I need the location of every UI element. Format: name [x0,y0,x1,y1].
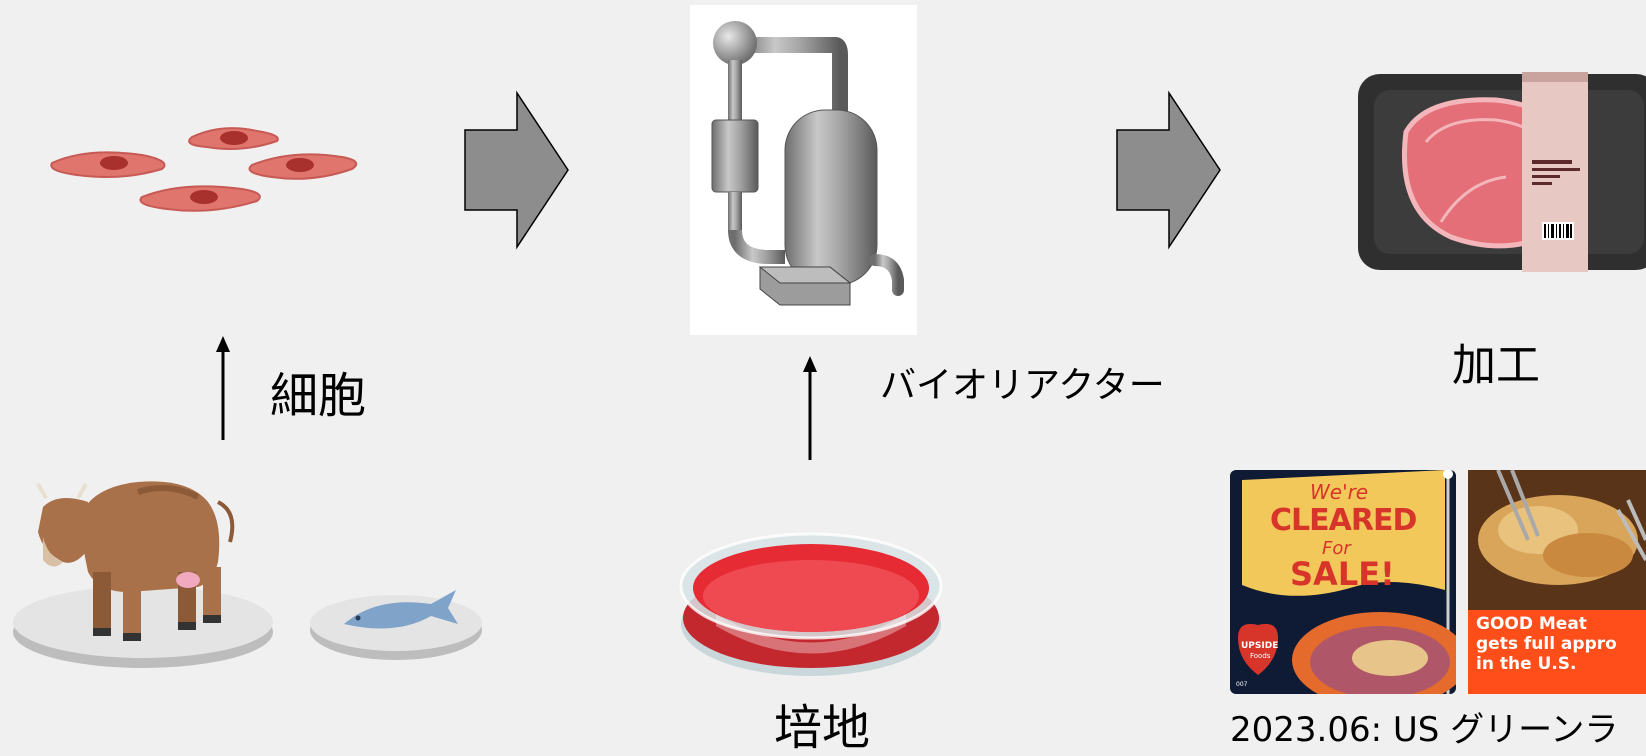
good-meat-banner [1468,610,1646,694]
cell-icon [50,151,166,178]
chicken-photo [1468,470,1646,610]
good-meat-card: GOOD Meat gets full appro in the U.S. [1468,470,1646,694]
cells-image [42,105,387,245]
arrow-up-icon [213,336,233,440]
processing-label: 加工 [1452,340,1540,391]
cell-icon [139,185,261,212]
good-meat-line-1: GOOD Meat [1476,614,1587,634]
bioreactor-image [690,5,917,335]
petri-dish-image [676,506,946,686]
upside-line-3: For [1322,538,1351,559]
cells-label: 細胞 [270,368,367,424]
upside-line-4: SALE! [1290,555,1395,593]
good-meat-line-3: in the U.S. [1476,654,1577,674]
packaged-meat-image [1356,72,1646,272]
process-arrow-1 [462,90,572,250]
arrow-up-icon [800,356,820,460]
fish-image [306,578,486,668]
bioreactor-label: バイオリアクター [880,365,1165,406]
process-arrow-2 [1114,90,1224,250]
upside-brand: UPSIDE [1241,641,1279,651]
good-meat-line-2: gets full appro [1476,634,1617,654]
upside-brand-sub: Foods [1250,652,1271,660]
upside-line-1: We're [1310,480,1369,504]
flag-shape [1238,470,1456,694]
upside-cleared-card: We're CLEARED For SALE! UPSIDE Foods 007 [1230,470,1456,694]
cow-image [8,462,278,694]
cell-icon [188,127,279,150]
cell-icon [248,153,358,180]
upside-line-2: CLEARED [1270,503,1417,538]
news-caption: 2023.06: US グリーンラ [1230,710,1619,750]
upside-corner-text: 007 [1236,681,1248,688]
medium-label: 培地 [774,700,871,756]
